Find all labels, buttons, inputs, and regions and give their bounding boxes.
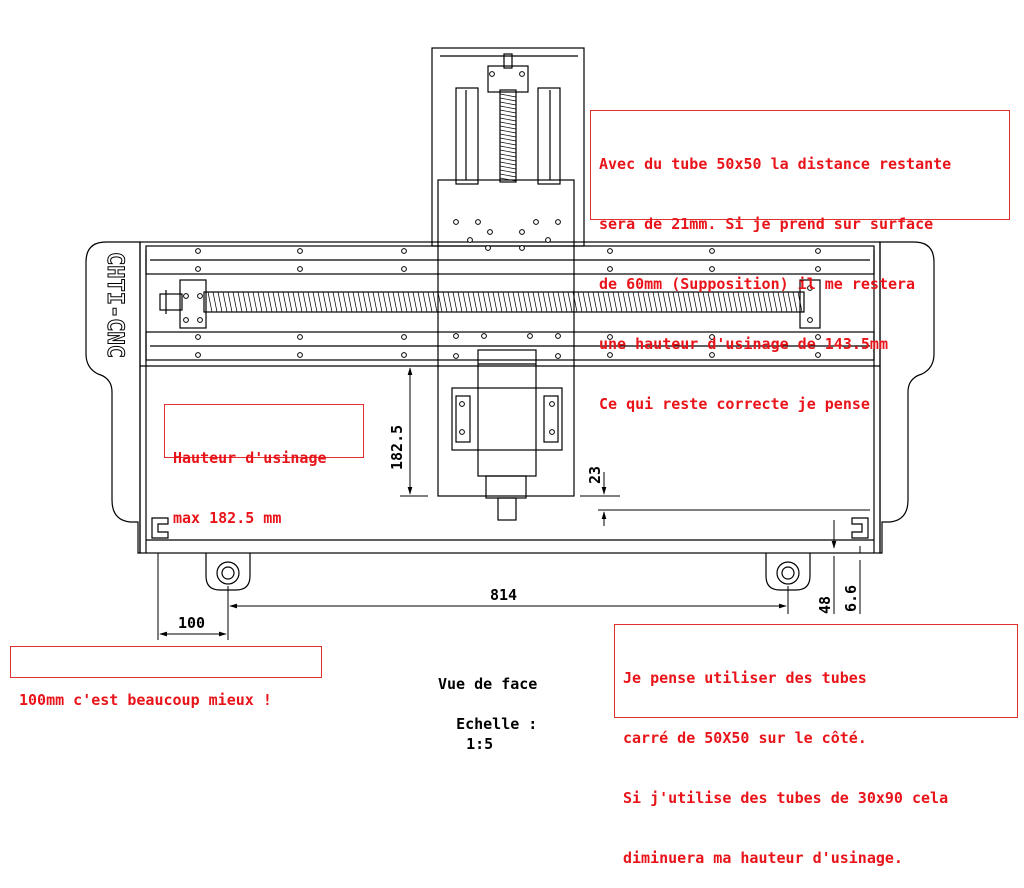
bolt (815, 352, 821, 358)
note-left-middle: Hauteur d'usinage max 182.5 mm (164, 404, 364, 527)
bolt (549, 429, 555, 435)
scale-label: Echelle : (456, 715, 538, 733)
bolt (401, 248, 407, 254)
x-screw-support-right (799, 279, 821, 329)
bolt (607, 266, 613, 272)
x-screw-support-left (179, 279, 207, 329)
bolt (709, 266, 715, 272)
bolt (195, 352, 201, 358)
bolt (195, 334, 201, 340)
bolt (401, 352, 407, 358)
note-line: de 60mm (Supposition) il me restera (599, 275, 916, 293)
bolt (297, 266, 303, 272)
bolt (485, 245, 491, 251)
bolt (519, 229, 525, 235)
bolt (481, 333, 487, 339)
bolt (533, 219, 539, 225)
z-rail-right (537, 87, 561, 185)
note-line: Hauteur d'usinage (173, 449, 327, 467)
bolt (555, 333, 561, 339)
note-bottom-left: 100mm c'est beaucoup mieux ! (10, 646, 322, 709)
scale-caption: Echelle : 1:5 (438, 694, 537, 754)
spindle-tool (497, 497, 517, 521)
slot-right (851, 517, 869, 539)
bolt (401, 266, 407, 272)
dim-width: 814 (490, 586, 517, 604)
svg-text:CHTI-CNC: CHTI-CNC (102, 252, 127, 358)
brand-mark: CHTI-CNC (102, 252, 128, 359)
note-line: Avec du tube 50x50 la distance restante (599, 155, 952, 173)
dim-gap: 23 (586, 466, 604, 484)
bolt (453, 333, 459, 339)
bolt (549, 401, 555, 407)
note-line: max 182.5 mm (173, 509, 282, 527)
note-top-right: Avec du tube 50x50 la distance restante … (590, 110, 1010, 413)
bolt (297, 334, 303, 340)
slot-left (151, 517, 169, 539)
note-line: Ce qui reste correcte je pense (599, 395, 870, 413)
z-screw-support (487, 65, 529, 93)
dim-offset: 100 (178, 614, 205, 632)
note-line: une hauteur d'usinage de 143.5mm (599, 335, 888, 353)
bolt (709, 248, 715, 254)
bolt (467, 237, 473, 243)
dim-height-max: 182.5 (388, 425, 406, 470)
dim-plate: 6.6 (842, 585, 860, 612)
view-caption: Vue de face (438, 675, 538, 693)
spindle-mount (451, 387, 563, 451)
bolt (607, 352, 613, 358)
x-leadscrew (203, 291, 805, 313)
bolt (475, 219, 481, 225)
z-rail-left (455, 87, 479, 185)
bolt (183, 317, 189, 323)
note-line: 100mm c'est beaucoup mieux ! (19, 691, 272, 709)
bolt (555, 219, 561, 225)
scale-value: 1:5 (466, 735, 494, 753)
bolt (453, 353, 459, 359)
bolt (453, 219, 459, 225)
cnc-front-view-drawing: CHTI-CNC 182.5 23 814 100 48 6.6 (85, 47, 935, 640)
bolt (487, 229, 493, 235)
bottom-rail (145, 331, 875, 361)
note-line: Si j'utilise des tubes de 30x90 cela (623, 789, 949, 807)
z-axis-column (431, 47, 585, 247)
bolt (709, 352, 715, 358)
bolt (607, 248, 613, 254)
bolt (815, 248, 821, 254)
frame-body (139, 241, 881, 554)
z-carriage-plate (437, 179, 575, 497)
bolt (815, 266, 821, 272)
frame-right-plate (879, 241, 935, 554)
bolt (489, 71, 495, 77)
bolt (815, 334, 821, 340)
spindle-body (477, 349, 537, 477)
bolt (519, 71, 525, 77)
note-line: Je pense utiliser des tubes (623, 669, 867, 687)
bolt (459, 429, 465, 435)
z-leadscrew (499, 89, 517, 183)
bolt (197, 293, 203, 299)
bolt (807, 317, 813, 323)
dim-foot-height: 48 (816, 596, 834, 614)
bolt (197, 317, 203, 323)
bolt (297, 248, 303, 254)
bolt (459, 401, 465, 407)
bolt (297, 352, 303, 358)
bolt (195, 248, 201, 254)
note-line: carré de 50X50 sur le côté. (623, 729, 867, 747)
bolt (527, 333, 533, 339)
frame-left-plate (85, 241, 141, 554)
bolt (195, 266, 201, 272)
note-line: sera de 21mm. Si je prend sur surface (599, 215, 934, 233)
bolt (401, 334, 407, 340)
note-bottom-right: Je pense utiliser des tubes carré de 50X… (614, 624, 1018, 867)
bolt (607, 334, 613, 340)
bolt (519, 245, 525, 251)
bolt (807, 285, 813, 291)
bolt (183, 293, 189, 299)
bolt (545, 237, 551, 243)
note-line: diminuera ma hauteur d'usinage. (623, 849, 903, 867)
bolt (555, 353, 561, 359)
bolt (709, 334, 715, 340)
